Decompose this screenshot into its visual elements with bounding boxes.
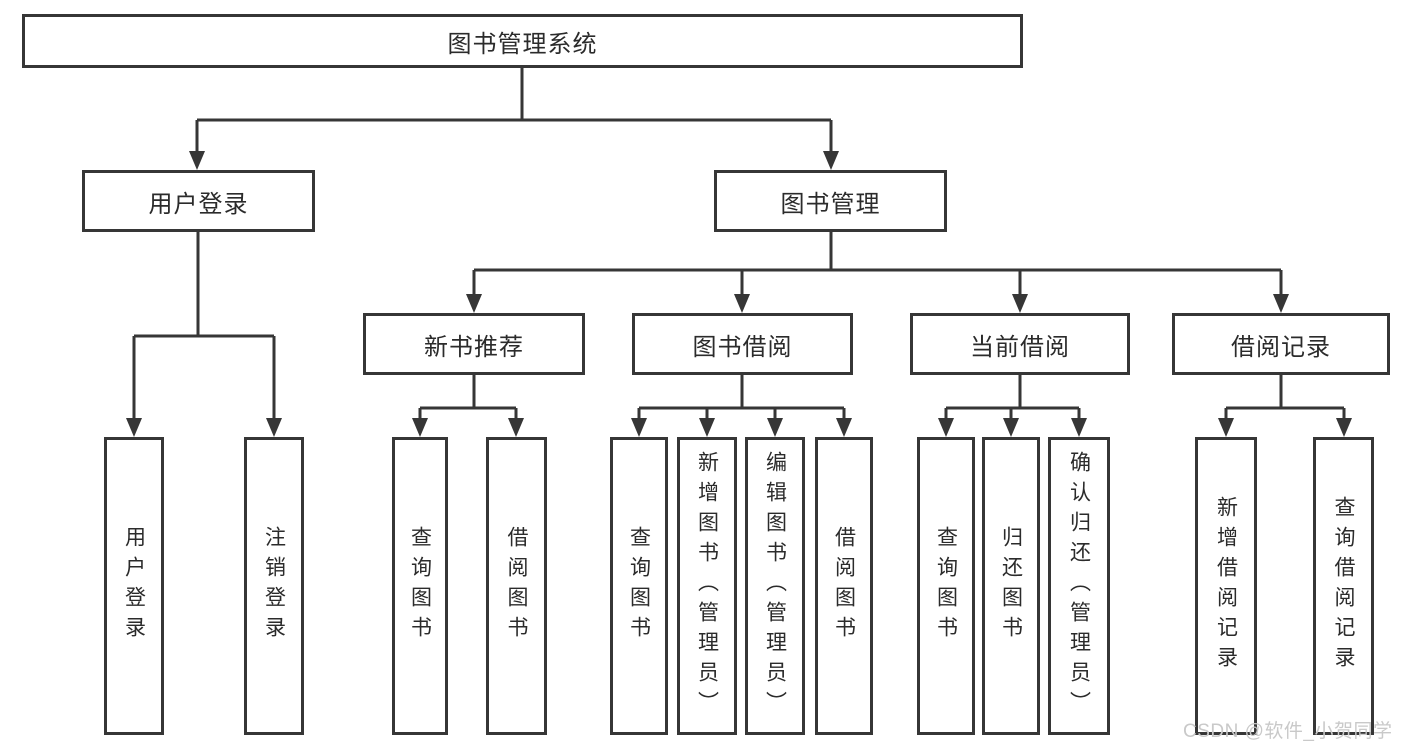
node-book-management: 图书管理	[714, 170, 947, 232]
arrowhead-down-icon	[1071, 418, 1087, 437]
leaf-bb-borrow-books: 借阅图书	[815, 437, 873, 735]
arrowhead-down-icon	[699, 418, 715, 437]
leaf-bb-edit-books-admin: 编辑图书（管理员）	[745, 437, 805, 735]
leaf-br-query-record: 查询借阅记录	[1313, 437, 1374, 735]
leaf-rec-query-books: 查询图书	[392, 437, 448, 735]
connector-strokes	[132, 68, 1346, 419]
leaf-bb-add-books-admin: 新增图书（管理员）	[677, 437, 737, 735]
arrowhead-down-icon	[1218, 418, 1234, 437]
arrowhead-down-icon	[1336, 418, 1352, 437]
node-new-book-recommendation: 新书推荐	[363, 313, 585, 375]
arrowhead-down-icon	[734, 294, 750, 313]
arrowhead-down-icon	[767, 418, 783, 437]
arrowhead-down-icon	[1012, 294, 1028, 313]
node-current-borrowing: 当前借阅	[910, 313, 1130, 375]
leaf-bb-query-books: 查询图书	[610, 437, 668, 735]
arrowhead-down-icon	[412, 418, 428, 437]
arrowhead-down-icon	[266, 418, 282, 437]
node-borrowing-records: 借阅记录	[1172, 313, 1390, 375]
arrowheads	[126, 151, 1352, 437]
node-user-login: 用户登录	[82, 170, 315, 232]
arrowhead-down-icon	[836, 418, 852, 437]
arrowhead-down-icon	[631, 418, 647, 437]
arrowhead-down-icon	[1003, 418, 1019, 437]
arrowhead-down-icon	[1273, 294, 1289, 313]
leaf-user-login: 用户登录	[104, 437, 164, 735]
leaf-rec-borrow-books: 借阅图书	[486, 437, 547, 735]
arrowhead-down-icon	[823, 151, 839, 170]
leaf-cb-return-books: 归还图书	[982, 437, 1040, 735]
node-book-borrowing: 图书借阅	[632, 313, 853, 375]
leaf-logout: 注销登录	[244, 437, 304, 735]
leaf-cb-confirm-return-admin: 确认归还（管理员）	[1048, 437, 1110, 735]
node-root-library-management-system: 图书管理系统	[22, 14, 1023, 68]
leaf-cb-query-books: 查询图书	[917, 437, 975, 735]
arrowhead-down-icon	[189, 151, 205, 170]
arrowhead-down-icon	[466, 294, 482, 313]
watermark: CSDN @软件_小贺同学	[1183, 721, 1393, 742]
arrowhead-down-icon	[938, 418, 954, 437]
arrowhead-down-icon	[508, 418, 524, 437]
leaf-br-add-record: 新增借阅记录	[1195, 437, 1257, 735]
arrowhead-down-icon	[126, 418, 142, 437]
